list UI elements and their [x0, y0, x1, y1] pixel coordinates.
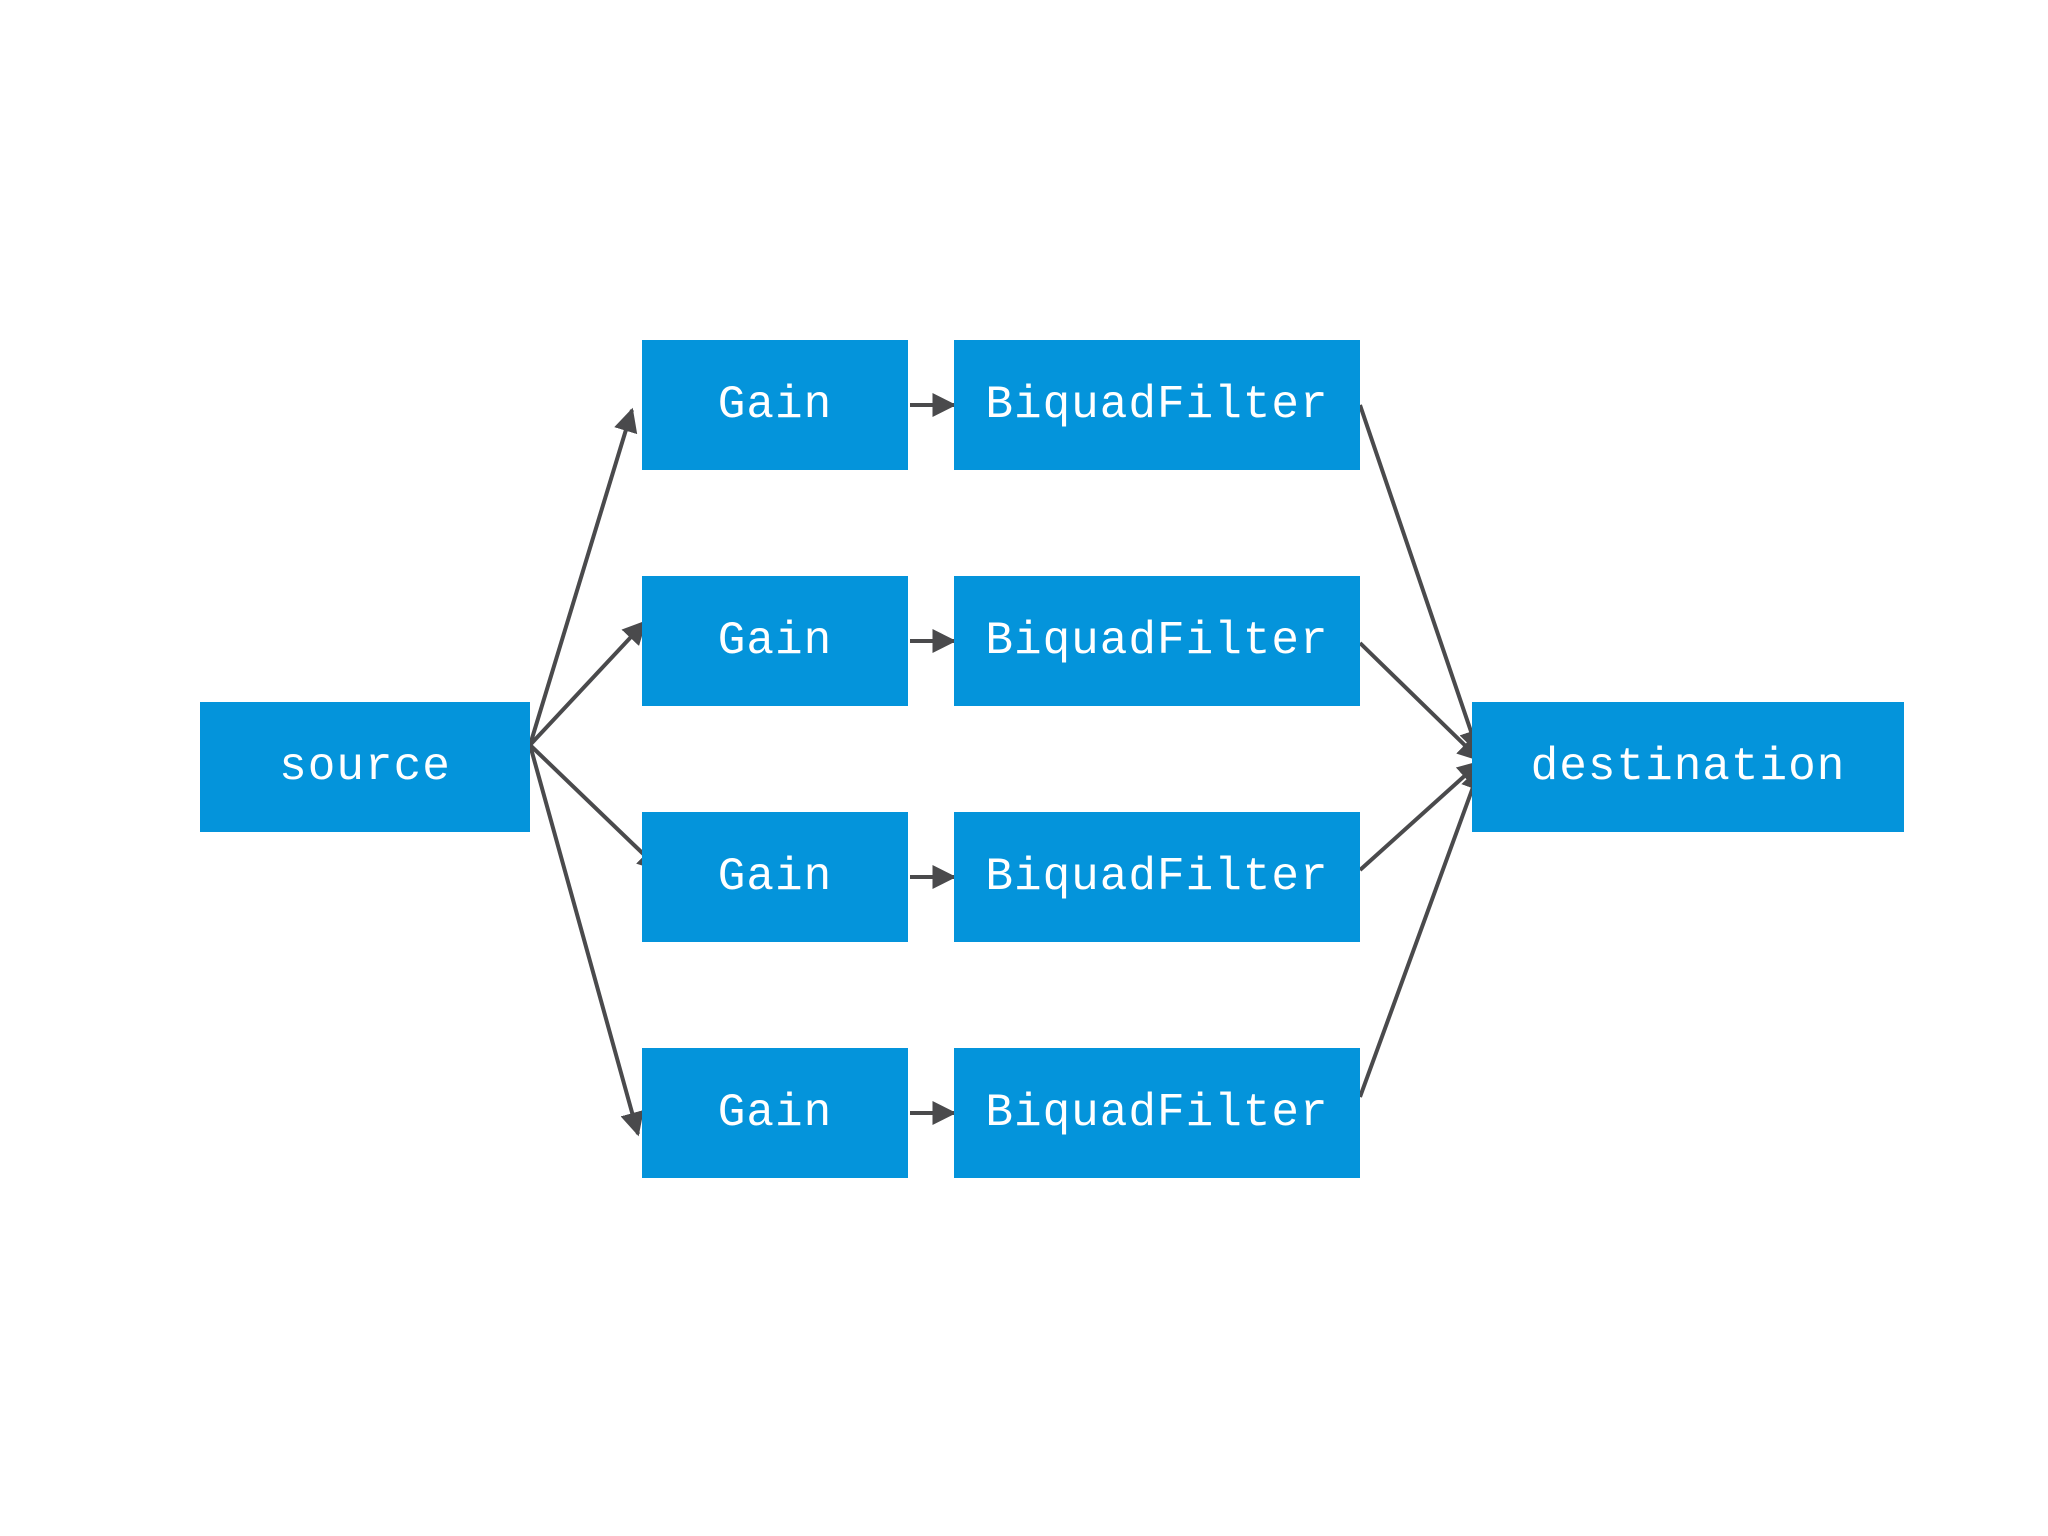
edge-source-to-gain-1	[528, 407, 638, 746]
biquad-filter-node-3: BiquadFilter	[954, 812, 1360, 942]
edge-filter-4-to-destination	[1358, 765, 1484, 1098]
biquad-filter-node-4: BiquadFilter	[954, 1048, 1360, 1178]
gain-node-4: Gain	[642, 1048, 908, 1178]
gain-node-1: Gain	[642, 340, 908, 470]
edge-source-to-gain-4	[528, 744, 644, 1137]
biquad-filter-node-1-label: BiquadFilter	[985, 379, 1329, 431]
gain-node-4-label: Gain	[717, 1087, 833, 1139]
biquad-filter-node-1: BiquadFilter	[954, 340, 1360, 470]
source-node: source	[200, 702, 530, 832]
gain-node-2-label: Gain	[717, 615, 833, 667]
gain-node-3-label: Gain	[717, 851, 833, 903]
gain-node-1-label: Gain	[717, 379, 833, 431]
edge-filter-2-to-destination	[1358, 641, 1482, 762]
destination-node: destination	[1472, 702, 1904, 832]
biquad-filter-node-2-label: BiquadFilter	[985, 615, 1329, 667]
biquad-filter-node-3-label: BiquadFilter	[985, 851, 1329, 903]
edge-filter-3-to-destination	[1358, 760, 1482, 872]
destination-node-label: destination	[1530, 741, 1846, 793]
biquad-filter-node-4-label: BiquadFilter	[985, 1087, 1329, 1139]
gain-node-2: Gain	[642, 576, 908, 706]
gain-node-3: Gain	[642, 812, 908, 942]
edge-filter-1-to-destination	[1358, 404, 1483, 755]
source-node-label: source	[279, 741, 451, 793]
edge-source-to-gain-2	[528, 620, 647, 747]
biquad-filter-node-2: BiquadFilter	[954, 576, 1360, 706]
edge-source-to-gain-3	[528, 743, 662, 872]
